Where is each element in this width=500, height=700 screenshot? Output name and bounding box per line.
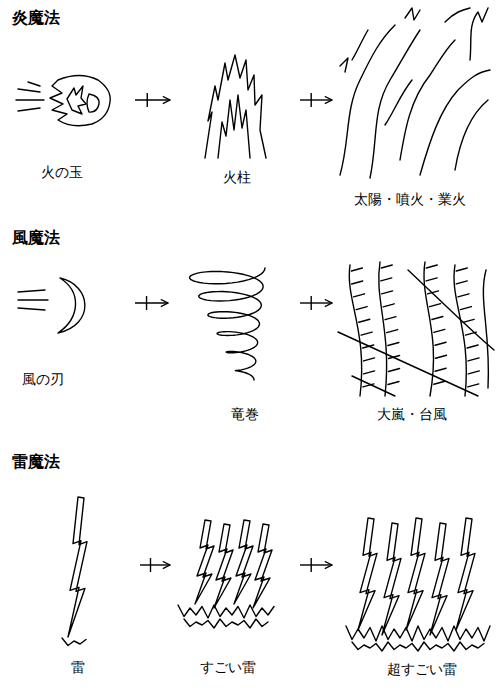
progress-arrow xyxy=(300,296,332,310)
stage-label: 火柱 xyxy=(223,168,251,186)
stage-label: 風の刃 xyxy=(22,370,64,388)
arrow-tick xyxy=(311,558,312,572)
section-heading: 炎魔法 xyxy=(12,8,60,28)
arrow-line xyxy=(135,99,170,100)
arrow-tick xyxy=(146,296,147,310)
arrow-tick xyxy=(311,296,312,310)
arrow-line xyxy=(300,99,332,100)
arrow-tick xyxy=(311,93,312,107)
stage-label: 超すごい雷 xyxy=(387,660,457,678)
magic-stage: 竜巻 xyxy=(168,250,300,430)
magic-stage: 火柱 xyxy=(170,45,300,190)
stage-label: 火の玉 xyxy=(41,163,83,181)
magic-stage: 雷 xyxy=(30,490,140,685)
stage-label: すごい雷 xyxy=(200,658,256,676)
fire-pillar-drawing xyxy=(205,55,266,158)
section-heading: 風魔法 xyxy=(12,228,60,248)
arrow-tick xyxy=(150,558,151,572)
progress-arrow xyxy=(135,93,170,107)
arrow-tick xyxy=(147,93,148,107)
great-fire-drawing xyxy=(340,8,490,178)
progress-arrow xyxy=(135,296,168,310)
arrow-line xyxy=(300,564,332,565)
tornado-drawing xyxy=(190,268,265,380)
magic-stage: 風の刃 xyxy=(8,262,135,390)
stage-label: 竜巻 xyxy=(231,405,259,423)
arrow-line xyxy=(140,564,170,565)
stage-label: 大嵐・台風 xyxy=(377,405,447,423)
magic-stage: すごい雷 xyxy=(170,510,300,685)
arrow-line xyxy=(135,302,168,303)
fireball-drawing xyxy=(16,76,110,126)
wind-blade-drawing xyxy=(18,278,85,333)
progress-arrow xyxy=(300,93,332,107)
progress-arrow xyxy=(140,558,170,572)
stage-label: 太陽・噴火・業火 xyxy=(354,190,466,208)
section-heading: 雷魔法 xyxy=(12,452,60,472)
storm-drawing xyxy=(338,262,494,396)
progress-arrow xyxy=(300,558,332,572)
magic-stage: 超すごい雷 xyxy=(332,505,495,685)
arrow-line xyxy=(300,302,332,303)
lightning-drawings xyxy=(62,497,490,651)
stage-label: 雷 xyxy=(71,658,85,676)
magic-stage: 太陽・噴火・業火 xyxy=(332,5,495,212)
magic-stage: 火の玉 xyxy=(8,55,135,185)
magic-stage: 大嵐・台風 xyxy=(332,255,495,430)
